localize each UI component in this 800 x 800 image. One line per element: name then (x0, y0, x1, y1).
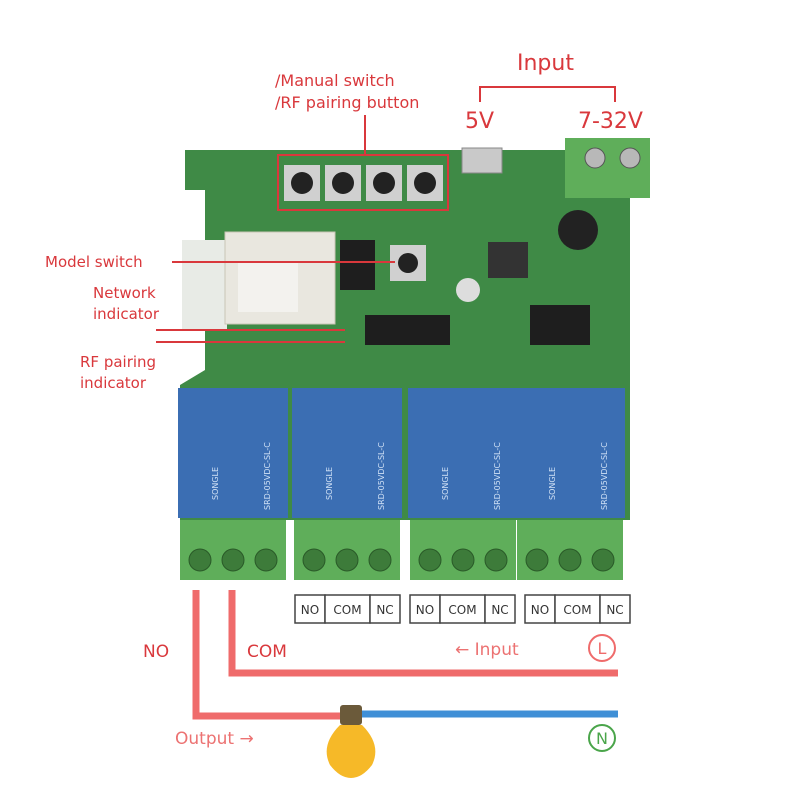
neutral-letter: N (596, 729, 608, 748)
live-letter: L (598, 639, 607, 658)
button-3 (366, 165, 402, 201)
relay-1: SONGLE SRD-05VDC-SL-C (178, 388, 288, 518)
light-bulb-icon (326, 705, 376, 778)
relay-3: SONGLE SRD-05VDC-SL-C (408, 388, 518, 518)
terminal-screw (188, 548, 212, 572)
terminal-screw (591, 548, 615, 572)
relay-terminals (180, 520, 623, 580)
7-32v-label: 7-32V (578, 109, 643, 134)
terminal-label-group: NO COM NC (409, 594, 516, 624)
relay-model: SRD-05VDC-SL-C (377, 442, 386, 510)
terminal-label: NC (606, 603, 623, 617)
no-label: NO (143, 642, 169, 662)
terminal-screw (484, 548, 508, 572)
live-icon: L (588, 634, 616, 662)
input-bracket (479, 86, 616, 102)
terminal-label: COM (448, 603, 476, 617)
terminal-label-group: NO COM NC (524, 594, 631, 624)
button-4 (407, 165, 443, 201)
buttons-highlight-box (277, 154, 449, 211)
relay-body (515, 388, 625, 518)
relay-brand: SONGLE (211, 467, 220, 500)
rf-pairing-button-label: /RF pairing button (275, 93, 419, 112)
relay-model: SRD-05VDC-SL-C (600, 442, 609, 510)
relay-body (408, 388, 518, 518)
terminal-screw (368, 548, 392, 572)
output-wire (192, 590, 345, 720)
button-1 (284, 165, 320, 201)
rf-indicator-label-2: indicator (80, 374, 147, 392)
buzzer (456, 278, 480, 302)
connector-header (182, 240, 227, 330)
relay-brand: SONGLE (325, 467, 334, 500)
manual-buttons (277, 154, 449, 281)
terminal-label: NO (301, 603, 319, 617)
terminal-screw (302, 548, 326, 572)
module-label (238, 262, 298, 312)
relay-brand: SONGLE (441, 467, 450, 500)
terminal-block-2 (294, 520, 400, 580)
terminal-screw (451, 548, 475, 572)
terminal-block-3 (410, 520, 516, 580)
terminal-block-1 (180, 520, 286, 580)
terminal-block-4 (517, 520, 623, 580)
output-arrow-label: Output → (175, 729, 254, 749)
relay-4: SONGLE SRD-05VDC-SL-C (515, 388, 625, 518)
network-indicator-label-1: Network (93, 284, 156, 302)
wiring (192, 590, 618, 778)
manual-switch-label: /Manual switch (275, 71, 395, 90)
terminal-label: NC (376, 603, 393, 617)
capacitor (558, 210, 598, 250)
relay-2: SONGLE SRD-05VDC-SL-C (292, 388, 402, 518)
button-2 (325, 165, 361, 201)
terminal-label: NC (491, 603, 508, 617)
input-arrow-label: ← Input (455, 640, 519, 660)
rf-receiver (530, 305, 590, 345)
relay-brand: SONGLE (548, 467, 557, 500)
relay-model: SRD-05VDC-SL-C (263, 442, 272, 510)
com-label: COM (247, 642, 287, 662)
terminal-label: COM (333, 603, 361, 617)
terminal-label-group: NO COM NC (294, 594, 401, 624)
input-title: Input (517, 51, 574, 76)
relay-model: SRD-05VDC-SL-C (493, 442, 502, 510)
ic-chip (365, 315, 450, 345)
usb-port (461, 147, 503, 174)
terminal-screw (558, 548, 582, 572)
ic-chip-2 (340, 240, 375, 290)
terminal-label: NO (416, 603, 434, 617)
terminal-screw (525, 548, 549, 572)
terminal-label-boxes: NO COM NC NO COM NC NO COM NC (294, 594, 631, 624)
model-switch-label: Model switch (45, 253, 143, 271)
network-indicator-label-2: indicator (93, 305, 160, 323)
relay-body (292, 388, 402, 518)
terminal-screw (221, 548, 245, 572)
inductor (488, 242, 528, 278)
terminal-screw (335, 548, 359, 572)
screw-terminal-power (565, 138, 650, 198)
neutral-icon: N (588, 724, 616, 752)
terminal-label: COM (563, 603, 591, 617)
relays: SONGLE SRD-05VDC-SL-C SONGLE SRD-05VDC-SL-C… (178, 388, 625, 518)
model-switch-button (390, 245, 426, 281)
5v-label: 5V (465, 109, 494, 134)
terminal-screw (418, 548, 442, 572)
rf-indicator-label-1: RF pairing (80, 353, 156, 371)
terminal-label: NO (531, 603, 549, 617)
relay-body (178, 388, 288, 518)
terminal-screw (254, 548, 278, 572)
live-wire (228, 590, 618, 677)
